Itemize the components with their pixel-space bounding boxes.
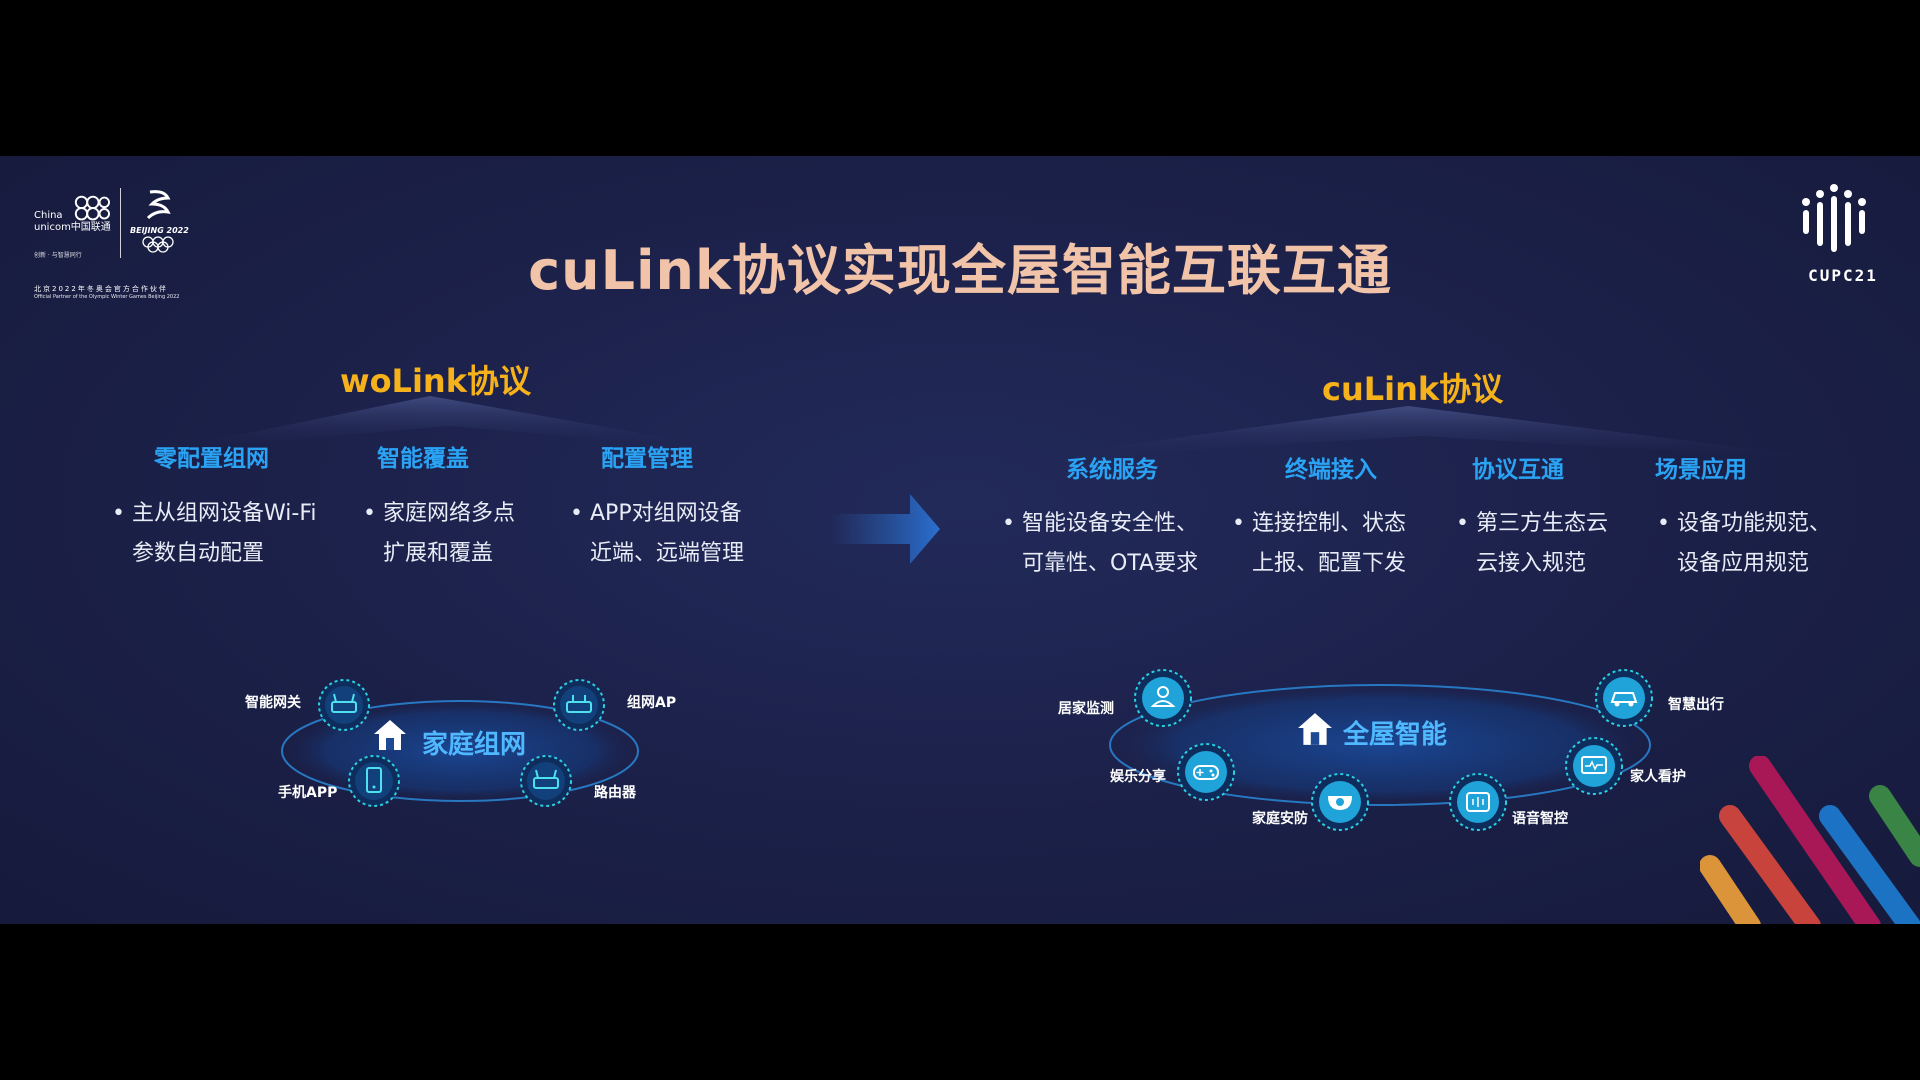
phone-icon (348, 755, 400, 807)
camera-icon (1311, 773, 1369, 831)
wolink-bullet-0-line1: 主从组网设备Wi-Fi (132, 501, 317, 526)
wolink-bullet-1-line1: 家庭网络多点 (383, 501, 516, 526)
unicom-line1: China (34, 210, 63, 221)
culink-bullet-1-line2: 上报、配置下发 (1252, 551, 1407, 576)
unicom-slogan: 创新 · 与智慧同行 (34, 252, 82, 259)
node-label-smart-travel: 智慧出行 (1668, 697, 1724, 713)
whole-home-ring (1108, 683, 1652, 807)
wolink-category-0: 零配置组网 (154, 446, 269, 472)
sponsor-logo-group: China unicom中国联通 创新 · 与智慧同行 BEIJING 2022… (34, 180, 194, 300)
unicom-line2: unicom中国联通 (34, 222, 111, 233)
culink-category-0: 系统服务 (1066, 457, 1158, 483)
wolink-heading: woLink协议 (340, 362, 531, 400)
culink-category-2: 协议互通 (1472, 457, 1564, 483)
voice-icon (1449, 773, 1507, 831)
page-title: cuLink协议实现全屋智能互联互通 (528, 239, 1392, 302)
culink-bullet-2-line2: 云接入规范 (1476, 551, 1587, 576)
wolink-category-2: 配置管理 (601, 446, 693, 472)
router-icon (520, 755, 572, 807)
slide: China unicom中国联通 创新 · 与智慧同行 BEIJING 2022… (0, 156, 1920, 924)
partner-zh: 北京2022年冬奥会官方合作伙伴 (34, 285, 168, 293)
cupc-dots-icon (1802, 184, 1866, 252)
node-label-voice-control: 语音智控 (1512, 811, 1568, 827)
node-label-mobile-app: 手机APP (278, 785, 338, 801)
unicom-logo: China unicom中国联通 (34, 210, 114, 234)
culink-fan-decoration (1010, 406, 1850, 461)
culink-heading: cuLink协议 (1322, 370, 1504, 408)
node-label-family-care: 家人看护 (1630, 769, 1686, 785)
car-icon (1595, 669, 1653, 727)
access-point-icon (553, 679, 605, 731)
router-icon (318, 679, 370, 731)
gamepad-icon (1177, 743, 1235, 801)
wolink-category-1: 智能覆盖 (377, 446, 469, 472)
transition-arrow-icon (830, 494, 940, 564)
culink-bullet-0-line1: 智能设备安全性、 (1022, 511, 1199, 536)
monitor-person-icon (1134, 669, 1192, 727)
culink-bullet-0: • 智能设备安全性、 可靠性、OTA要求 (1002, 504, 1199, 584)
wolink-fan-decoration (160, 396, 740, 451)
wolink-bullet-0-line2: 参数自动配置 (132, 541, 265, 566)
culink-bullet-3: • 设备功能规范、 设备应用规范 (1657, 504, 1832, 584)
culink-bullet-3-line2: 设备应用规范 (1677, 551, 1810, 576)
node-label-home-monitoring: 居家监测 (1058, 701, 1114, 717)
wolink-bullet-1: • 家庭网络多点 扩展和覆盖 (363, 494, 516, 574)
culink-bullet-2: • 第三方生态云 云接入规范 (1456, 504, 1609, 584)
culink-category-3: 场景应用 (1655, 457, 1747, 483)
logo-divider (120, 188, 121, 258)
node-label-home-security: 家庭安防 (1252, 811, 1308, 827)
culink-bullet-3-line1: 设备功能规范、 (1677, 511, 1832, 536)
decorative-stripes (1700, 756, 1920, 924)
unicom-knot-icon (74, 195, 110, 221)
wolink-bullet-1-line2: 扩展和覆盖 (383, 541, 494, 566)
node-label-entertainment: 娱乐分享 (1110, 769, 1166, 785)
culink-category-1: 终端接入 (1285, 457, 1377, 483)
beijing-2022-emblem-icon (142, 190, 174, 253)
screen-icon (1565, 737, 1623, 795)
node-label-smart-gateway: 智能网关 (245, 695, 301, 711)
beijing-2022-text: BEIJING 2022 (130, 226, 189, 235)
whole-home-label: 全屋智能 (1343, 720, 1448, 750)
wolink-bullet-0: • 主从组网设备Wi-Fi 参数自动配置 (112, 494, 317, 574)
home-icon (374, 720, 406, 750)
wolink-bullet-2-line2: 近端、远端管理 (590, 541, 745, 566)
wolink-bullet-2: • APP对组网设备 近端、远端管理 (570, 494, 745, 574)
culink-bullet-1: • 连接控制、状态 上报、配置下发 (1232, 504, 1407, 584)
cupc-text: CUPC21 (1808, 266, 1878, 285)
cupc-logo: CUPC21 (1796, 182, 1886, 285)
partner-en: Official Partner of the Olympic Winter G… (34, 294, 180, 300)
culink-bullet-2-line1: 第三方生态云 (1476, 511, 1609, 536)
culink-bullet-0-line2: 可靠性、OTA要求 (1022, 551, 1199, 576)
home-network-label: 家庭组网 (422, 730, 527, 760)
home-icon (1298, 713, 1332, 745)
node-label-router: 路由器 (594, 785, 636, 801)
culink-bullet-1-line1: 连接控制、状态 (1252, 511, 1407, 536)
wolink-bullet-2-line1: APP对组网设备 (590, 501, 742, 526)
node-label-mesh-ap: 组网AP (627, 695, 677, 711)
